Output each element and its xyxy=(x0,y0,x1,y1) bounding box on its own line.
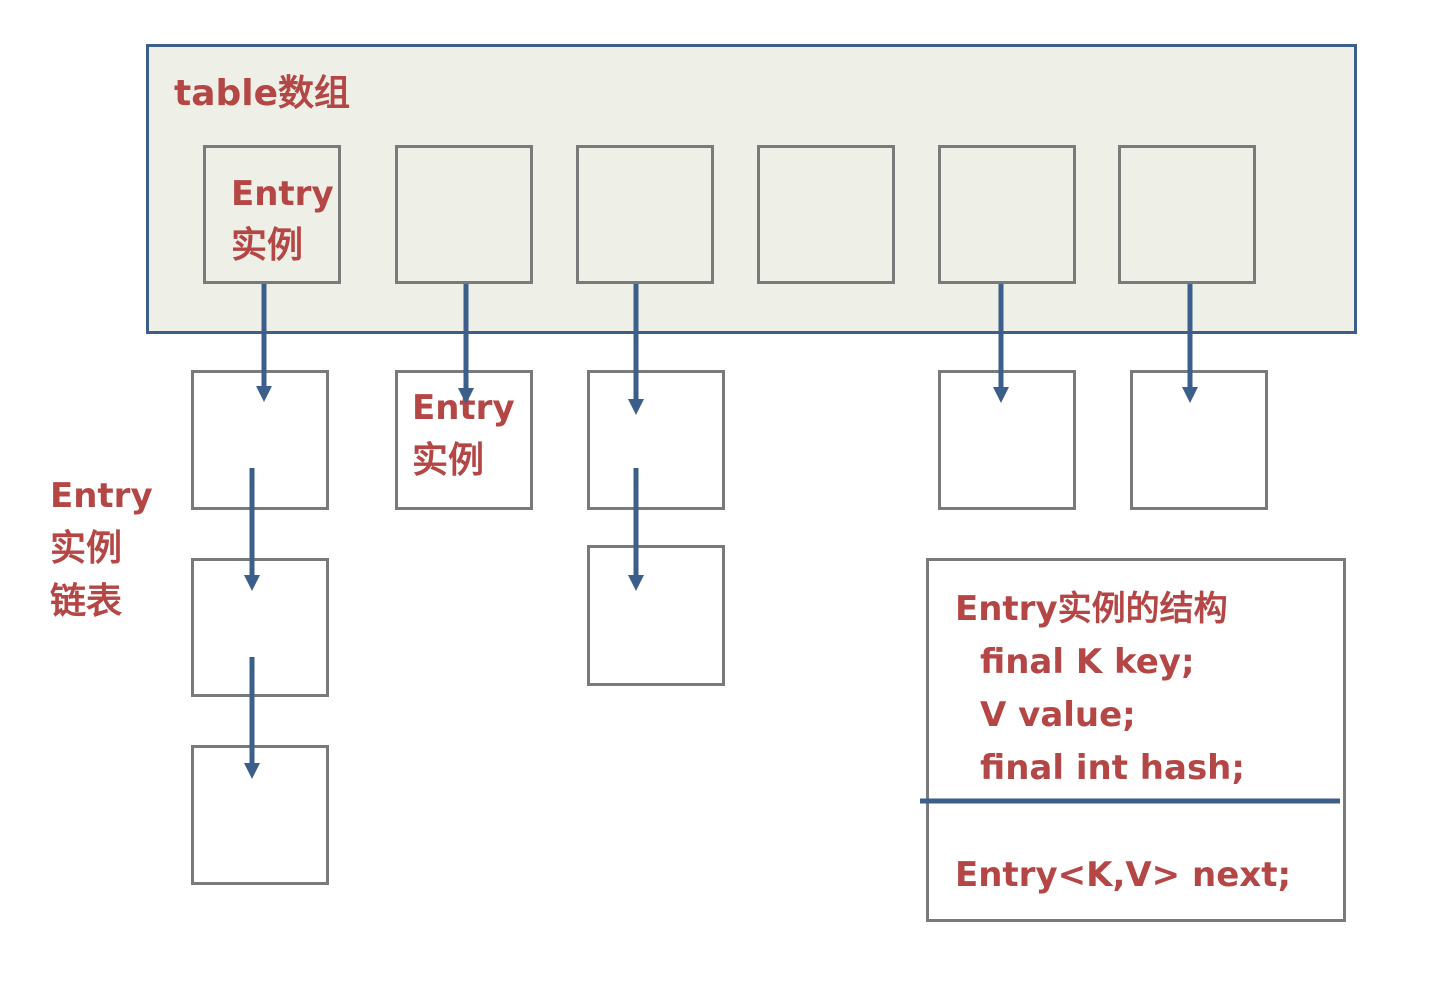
slot0-instance-text: 实例 xyxy=(231,225,304,266)
chain0-node-1 xyxy=(191,370,329,510)
structure-field-hash: final int hash; xyxy=(980,748,1245,788)
entry-chain-label-line1: Entry xyxy=(50,476,153,516)
table-slot-2 xyxy=(576,145,714,284)
chain2-node-2 xyxy=(587,545,725,686)
structure-field-next: Entry<K,V> next; xyxy=(955,855,1292,895)
table-slot-3 xyxy=(757,145,895,284)
table-slot-1 xyxy=(395,145,533,284)
chain4-node-1 xyxy=(938,370,1076,510)
table-array-panel xyxy=(146,44,1357,334)
structure-field-value: V value; xyxy=(980,695,1136,735)
chain1-instance-text: 实例 xyxy=(412,440,485,481)
table-slot-4 xyxy=(938,145,1076,284)
entry-chain-label-line2: 实例 xyxy=(50,528,123,569)
table-array-label: table数组 xyxy=(174,73,351,114)
table-slot-5 xyxy=(1118,145,1256,284)
entry-chain-label-line3: 链表 xyxy=(50,581,123,622)
chain0-node-3 xyxy=(191,745,329,885)
slot0-entry-text: Entry xyxy=(231,174,334,214)
entry-structure-box xyxy=(926,558,1346,922)
chain5-node-1 xyxy=(1130,370,1268,510)
structure-field-key: final K key; xyxy=(980,642,1195,682)
table-slot-0 xyxy=(203,145,341,284)
chain0-node-2 xyxy=(191,558,329,697)
chain2-node-1 xyxy=(587,370,725,510)
structure-title: Entry实例的结构 xyxy=(955,589,1228,629)
